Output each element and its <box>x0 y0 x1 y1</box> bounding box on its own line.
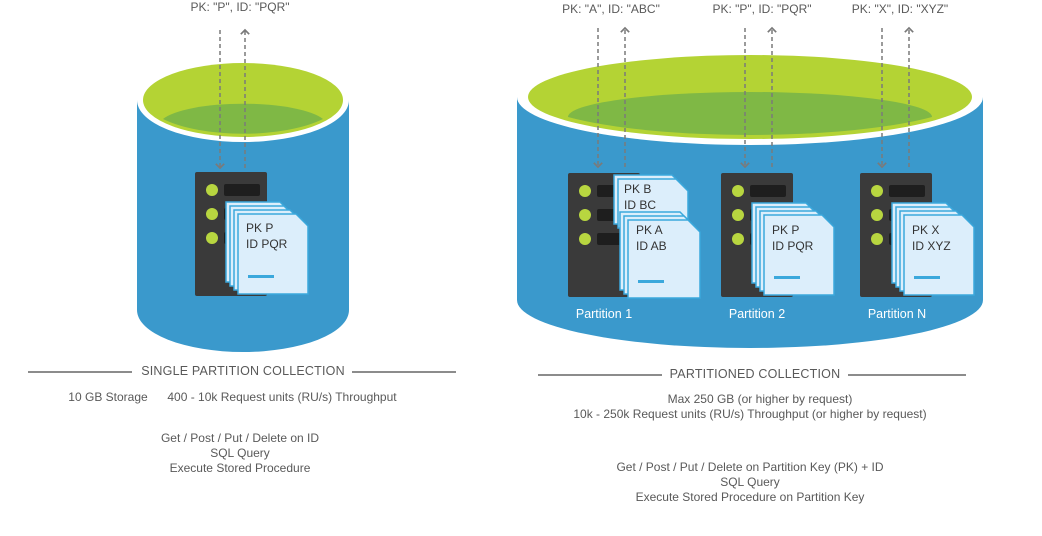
single-title: SINGLE PARTITION COLLECTION <box>141 364 345 378</box>
partitioned-title-rule-left <box>538 374 662 376</box>
partition-1-doc-a-line1: PK A <box>636 223 663 237</box>
partition-2-label: Partition 2 <box>729 307 785 321</box>
single-request-label: PK: "P", ID: "PQR" <box>190 0 290 14</box>
partitioned-title-rule-right <box>848 374 966 376</box>
single-storage: 10 GB Storage <box>68 390 148 404</box>
single-doc-line1: PK P <box>246 221 273 235</box>
partition-2-document-stack: PK P ID PQR <box>751 202 835 296</box>
partitioned-op-2: SQL Query <box>720 475 780 489</box>
partition-1-doc-a-line2: ID AB <box>636 239 667 253</box>
partitioned-op-1: Get / Post / Put / Delete on Partition K… <box>616 460 884 474</box>
partition-2-doc-line1: PK P <box>772 223 799 237</box>
single-doc-line2: ID PQR <box>246 237 288 251</box>
partition-1-label: Partition 1 <box>576 307 632 321</box>
single-title-rule-right <box>352 371 456 373</box>
partition-2-request-label: PK: "P", ID: "PQR" <box>712 2 812 16</box>
partition-2-request-arrows <box>740 26 777 169</box>
partition-1-doc-b-line1: PK B <box>624 182 651 196</box>
partition-n-label: Partition N <box>868 307 926 321</box>
single-op-2: SQL Query <box>210 446 270 460</box>
partitioned-throughput: 10k - 250k Request units (RU/s) Throughp… <box>573 407 927 421</box>
partition-n-doc-line1: PK X <box>912 223 939 237</box>
partition-n-request-label: PK: "X", ID: "XYZ" <box>851 2 949 16</box>
partition-1-request-arrows <box>593 26 630 169</box>
partition-2-doc-line2: ID PQR <box>772 239 814 253</box>
partition-n-request-arrows <box>877 26 914 169</box>
partition-n-doc-line2: ID XYZ <box>912 239 951 253</box>
partition-1-request-label: PK: "A", ID: "ABC" <box>562 2 660 16</box>
single-throughput: 400 - 10k Request units (RU/s) Throughpu… <box>167 390 397 404</box>
partitioned-title: PARTITIONED COLLECTION <box>669 367 841 381</box>
partition-1-doc-b-line2: ID BC <box>624 198 656 212</box>
partitioned-op-3: Execute Stored Procedure on Partition Ke… <box>635 490 865 504</box>
single-op-3: Execute Stored Procedure <box>169 461 311 475</box>
single-title-rule-left <box>28 371 132 373</box>
single-request-arrows <box>215 28 250 170</box>
single-document-stack: PK P ID PQR <box>225 201 309 295</box>
partition-1-document-a: PK A ID AB <box>619 211 701 299</box>
partitioned-storage: Max 250 GB (or higher by request) <box>667 392 853 406</box>
partition-n-document-stack: PK X ID XYZ <box>891 202 975 296</box>
single-op-1: Get / Post / Put / Delete on ID <box>160 431 320 445</box>
